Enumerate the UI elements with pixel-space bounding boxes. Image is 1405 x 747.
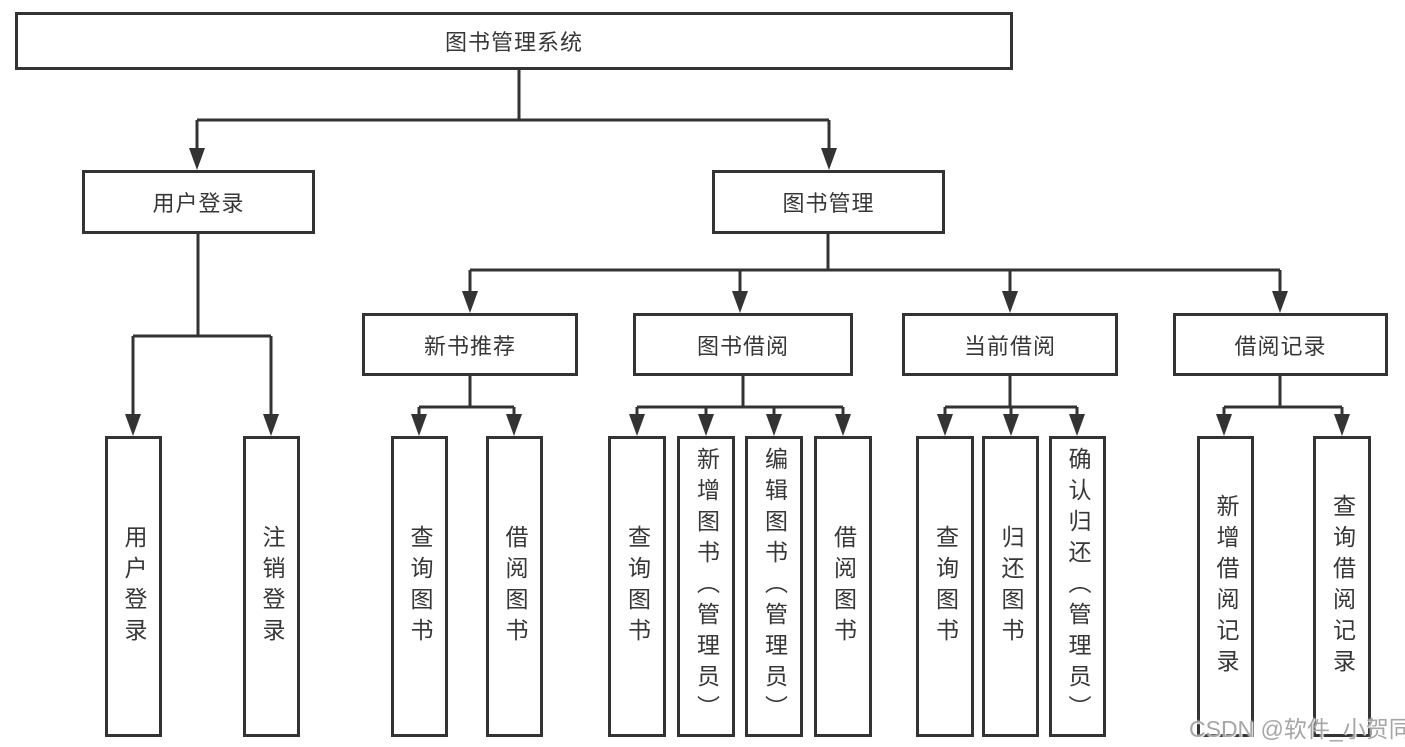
node-leaf-add-borrow-record: 新增借阅记录 (1197, 436, 1254, 737)
arrow-down-icon (125, 414, 141, 436)
node-borrow-records: 借阅记录 (1173, 313, 1388, 376)
node-leaf-return-book: 归还图书 (982, 436, 1039, 737)
arrow-down-icon (189, 148, 205, 170)
arrow-down-icon (629, 414, 645, 436)
leaf-label: 归还图书 (998, 524, 1024, 649)
leaf-label: 借阅图书 (502, 524, 528, 649)
csdn-watermark: CSDN @软件_小贺同学 (1189, 716, 1405, 742)
arrow-down-icon (1002, 291, 1018, 313)
arrow-down-icon (263, 414, 279, 436)
node-book-borrow: 图书借阅 (633, 313, 853, 376)
arrow-down-icon (766, 414, 782, 436)
node-leaf-confirm-return-admin: 确认归还（管理员） (1049, 436, 1106, 737)
leaf-label: 确认归还（管理员） (1065, 447, 1091, 726)
node-leaf-borrow-books-2: 借阅图书 (814, 436, 872, 737)
node-leaf-edit-book-admin: 编辑图书（管理员） (745, 436, 803, 737)
leaf-label: 注销登录 (259, 524, 285, 649)
user-login-children-connector (125, 234, 279, 436)
arrow-down-icon (937, 414, 953, 436)
node-user-login: 用户登录 (82, 170, 315, 234)
node-current-borrow: 当前借阅 (902, 313, 1118, 376)
node-book-mgmt: 图书管理 (712, 170, 945, 234)
node-leaf-query-books-2: 查询图书 (608, 436, 666, 737)
arrow-down-icon (1216, 414, 1232, 436)
leaf-label: 编辑图书（管理员） (761, 447, 788, 726)
leaf-label: 用户登录 (121, 524, 147, 649)
arrow-down-icon (821, 148, 837, 170)
node-leaf-query-books-3: 查询图书 (916, 436, 974, 737)
node-leaf-borrow-books-1: 借阅图书 (486, 436, 543, 737)
leaf-label: 查询图书 (407, 524, 433, 649)
leaf-label: 查询图书 (624, 524, 651, 649)
arrow-down-icon (462, 291, 478, 313)
root-to-level2-connector (189, 69, 837, 170)
arrow-down-icon (1334, 414, 1350, 436)
leaf-label: 借阅图书 (830, 524, 857, 649)
node-leaf-user-login: 用户登录 (105, 436, 162, 737)
arrow-down-icon (411, 414, 427, 436)
arrow-down-icon (1272, 291, 1288, 313)
arrow-down-icon (698, 414, 714, 436)
leaf-label: 查询图书 (932, 524, 959, 649)
leaf-label: 查询借阅记录 (1329, 493, 1356, 680)
node-new-book-rec: 新书推荐 (362, 313, 578, 376)
node-leaf-query-books-1: 查询图书 (391, 436, 448, 737)
arrow-down-icon (1069, 414, 1085, 436)
node-leaf-logout: 注销登录 (243, 436, 300, 737)
book-borrow-children-connector (629, 376, 851, 436)
new-book-children-connector (411, 376, 522, 436)
arrow-down-icon (732, 291, 748, 313)
book-mgmt-children-connector (462, 234, 1288, 313)
arrow-down-icon (506, 414, 522, 436)
leaf-label: 新增借阅记录 (1213, 493, 1239, 680)
arrow-down-icon (1003, 414, 1019, 436)
borrow-records-children-connector (1216, 376, 1350, 436)
leaf-label: 新增图书（管理员） (693, 447, 720, 726)
node-root: 图书管理系统 (15, 12, 1013, 70)
node-leaf-query-borrow-record: 查询借阅记录 (1313, 436, 1371, 737)
arrow-down-icon (835, 414, 851, 436)
current-borrow-children-connector (937, 376, 1085, 436)
node-leaf-add-book-admin: 新增图书（管理员） (677, 436, 735, 737)
